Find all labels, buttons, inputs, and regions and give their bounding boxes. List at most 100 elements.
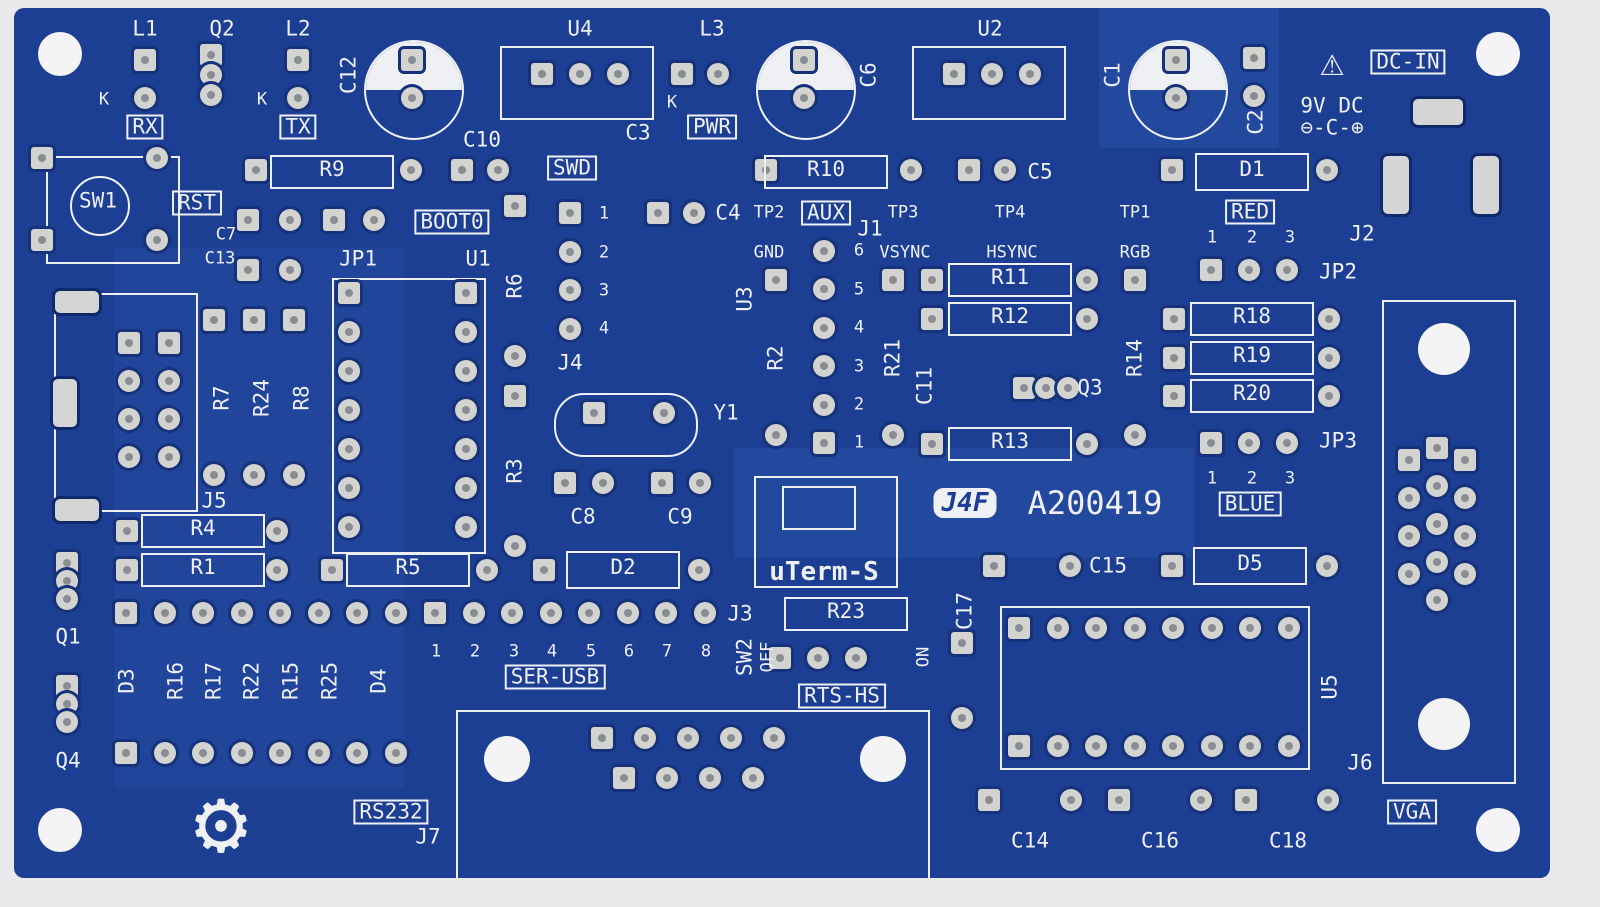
solder-pad xyxy=(656,767,678,789)
solder-pad xyxy=(720,727,742,749)
mounting-hole xyxy=(1476,32,1520,76)
solder-pad xyxy=(981,63,1003,85)
solder-pad xyxy=(1200,432,1222,454)
solder-pad xyxy=(192,602,214,624)
solder-pad xyxy=(1317,789,1339,811)
solder-pad xyxy=(1035,377,1057,399)
solder-pad xyxy=(200,84,222,106)
solder-pad xyxy=(554,472,576,494)
solder-pad xyxy=(338,516,360,538)
solder-pad xyxy=(346,602,368,624)
solder-pad xyxy=(146,147,168,169)
label-r23: R23 xyxy=(784,597,908,631)
jp2-pin-1: 1 xyxy=(1206,227,1218,248)
solder-pad xyxy=(203,464,225,486)
solder-pad xyxy=(559,279,581,301)
label-j5: J5 xyxy=(201,488,227,513)
solder-pad xyxy=(1163,385,1185,407)
solder-pad xyxy=(56,588,78,610)
j4-pin-1: 1 xyxy=(598,203,610,224)
label-r19: R19 xyxy=(1190,341,1314,375)
label-r12: R12 xyxy=(948,302,1072,336)
label-tx: TX xyxy=(279,114,317,140)
solder-pad xyxy=(115,602,137,624)
solder-pad xyxy=(1165,49,1187,71)
mounting-hole xyxy=(38,808,82,852)
solder-pad xyxy=(583,402,605,424)
label-on: ON xyxy=(913,646,934,668)
j1-pin-6: 6 xyxy=(853,240,865,261)
solder-pad xyxy=(707,63,729,85)
solder-pad xyxy=(763,727,785,749)
open-hardware-gear-icon: ⚙ xyxy=(193,770,249,875)
label-r5: R5 xyxy=(346,553,470,587)
label-r8: R8 xyxy=(289,385,314,411)
solder-pad xyxy=(813,316,835,339)
solder-pad xyxy=(153,742,176,764)
solder-pad xyxy=(283,464,305,486)
label-c16: C16 xyxy=(1141,828,1179,853)
solder-pad xyxy=(134,49,156,71)
solder-pad xyxy=(230,602,253,624)
solder-pad xyxy=(1008,617,1030,639)
solder-pad xyxy=(266,559,288,581)
j1-pin-4: 4 xyxy=(853,317,865,338)
dc-jack-pad xyxy=(1470,153,1502,217)
solder-pad xyxy=(569,63,591,85)
label-r24: R24 xyxy=(249,379,274,417)
solder-pad xyxy=(237,259,259,281)
j4-pin-3: 3 xyxy=(598,280,610,301)
label-j3: J3 xyxy=(727,601,753,626)
j6-vga-outline xyxy=(1382,300,1516,784)
solder-pad xyxy=(943,63,965,85)
solder-pad xyxy=(793,49,815,71)
solder-pad xyxy=(983,555,1005,577)
label-vga: VGA xyxy=(1387,799,1437,825)
solder-pad xyxy=(699,767,721,789)
solder-pad xyxy=(307,742,330,764)
label-r22: R22 xyxy=(239,662,264,700)
solder-pad xyxy=(243,309,265,331)
label-k: K xyxy=(256,89,268,110)
vga-mount-hole xyxy=(1418,698,1470,750)
label-ser-usb: SER-USB xyxy=(504,664,606,690)
solder-pad xyxy=(287,49,309,71)
j1-pin-5: 5 xyxy=(853,279,865,300)
solder-pad xyxy=(400,159,422,181)
label-boot0: BOOT0 xyxy=(414,209,490,235)
label-rst: RST xyxy=(172,190,222,216)
board-revision: A200419 xyxy=(1027,484,1163,522)
solder-pad xyxy=(287,87,309,109)
solder-pad xyxy=(1076,433,1098,455)
solder-pad xyxy=(116,559,138,581)
solder-pad xyxy=(1200,735,1223,757)
solder-pad xyxy=(1059,555,1081,577)
solder-pad xyxy=(462,602,485,624)
label-c8: C8 xyxy=(570,504,596,529)
label-rs232: RS232 xyxy=(353,799,429,825)
label-red: RED xyxy=(1225,199,1275,225)
solder-pad xyxy=(401,49,423,71)
solder-pad xyxy=(1108,789,1130,811)
solder-pad xyxy=(118,370,140,392)
solder-pad xyxy=(813,393,835,416)
label-sw1: SW1 xyxy=(79,188,117,213)
usb-shield-pad xyxy=(52,288,102,316)
solder-pad xyxy=(1243,47,1265,69)
solder-pad xyxy=(683,202,705,224)
solder-pad xyxy=(613,767,635,789)
solder-pad xyxy=(1316,555,1338,577)
j4f-logo: J4F xyxy=(933,488,997,518)
solder-pad xyxy=(616,602,639,624)
solder-pad xyxy=(56,570,78,592)
label-9v-dc: 9V DC xyxy=(1300,93,1364,118)
usb-shield-pad xyxy=(50,376,80,430)
solder-pad xyxy=(279,259,301,281)
solder-pad xyxy=(338,360,360,382)
label-c9: C9 xyxy=(667,504,693,529)
solder-pad xyxy=(1277,617,1300,639)
solder-pad xyxy=(307,602,330,624)
solder-pad xyxy=(1239,735,1261,757)
j4-pin-4: 4 xyxy=(598,318,610,339)
j3-pin-7: 7 xyxy=(661,641,673,662)
